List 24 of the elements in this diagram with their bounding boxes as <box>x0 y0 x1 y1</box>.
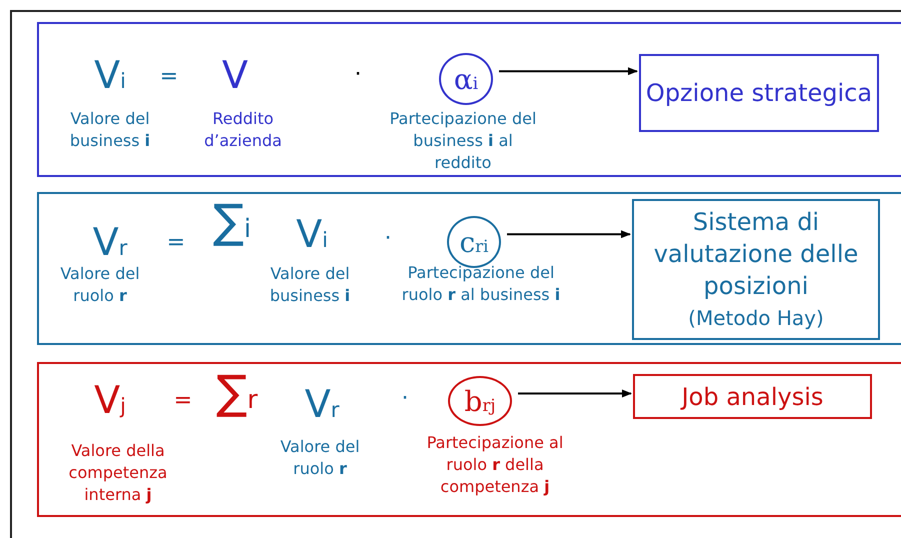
formula-symbol: V <box>222 56 248 94</box>
outcome-box: Job analysis <box>633 374 872 419</box>
arrow <box>507 230 631 238</box>
formula-band <box>37 362 901 517</box>
formula-band <box>37 192 901 345</box>
operator-symbol: · <box>354 64 362 86</box>
variable-description: Valore del ruolo r <box>59 263 141 307</box>
operator-symbol: = <box>160 66 178 88</box>
variable-description: Valore del ruolo r <box>279 436 361 480</box>
variable-description: Reddito d’azienda <box>203 108 283 152</box>
operator-symbol: = <box>166 232 186 254</box>
variable-description: Valore del business i <box>268 263 352 307</box>
variable-description: Valore del business i <box>68 108 152 152</box>
arrow <box>499 67 638 76</box>
variable-description: Valore della competenza interna j <box>68 440 168 506</box>
operator-symbol: = <box>174 390 192 412</box>
variable-description: Partecipazione del business i al reddito <box>388 108 538 174</box>
operator-symbol: · <box>402 388 408 410</box>
outcome-box: Sistema di valutazione delle posizioni (Metodo Hay) <box>632 199 880 340</box>
variable-description: Partecipazione al ruolo r della competenza j <box>426 432 564 498</box>
outcome-box: Opzione strategica <box>639 54 879 132</box>
arrow <box>518 390 632 398</box>
formula-band <box>37 22 901 177</box>
operator-symbol: · <box>384 228 392 250</box>
